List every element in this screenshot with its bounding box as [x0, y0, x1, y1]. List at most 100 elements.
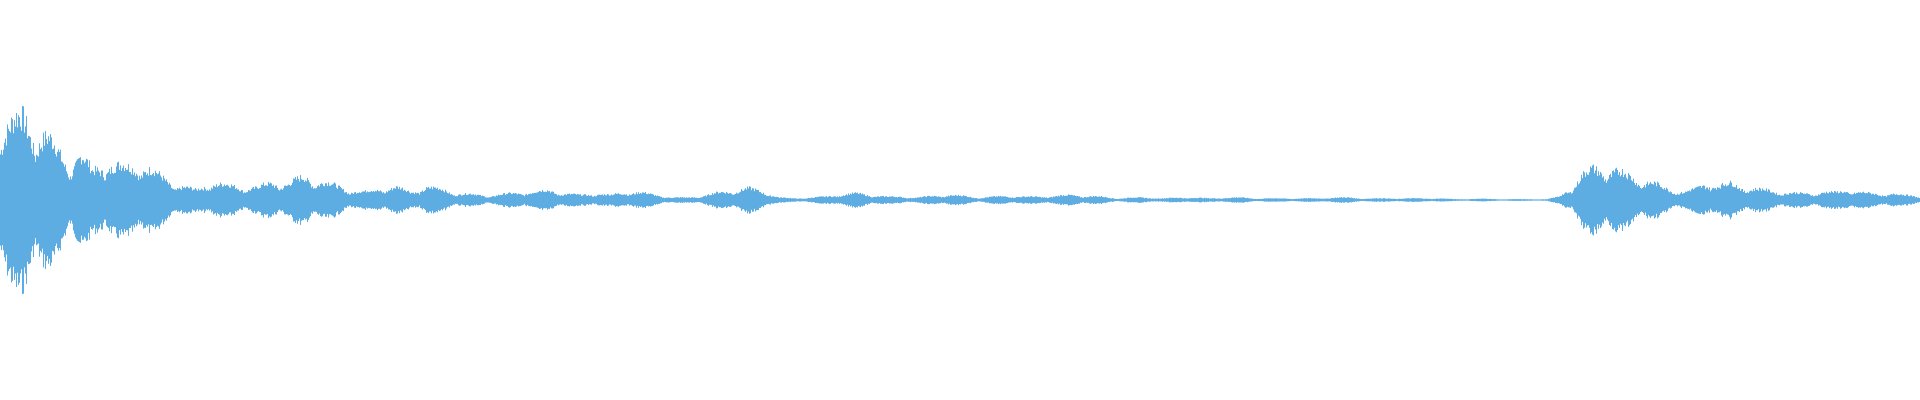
waveform-sample: [270, 182, 271, 218]
waveform-sample: [1254, 198, 1255, 202]
waveform-sample: [137, 175, 138, 225]
waveform-sample: [1463, 199, 1464, 201]
waveform-sample: [113, 173, 114, 227]
waveform-sample: [1197, 198, 1198, 202]
waveform-sample: [433, 186, 434, 214]
waveform-sample: [922, 196, 923, 203]
waveform-sample: [434, 187, 435, 213]
waveform-sample: [1357, 198, 1358, 202]
waveform-sample: [866, 196, 867, 204]
waveform-sample: [599, 194, 600, 206]
waveform-sample: [1486, 198, 1487, 202]
waveform-sample: [436, 188, 437, 212]
waveform-sample: [780, 197, 781, 203]
waveform-sample: [421, 191, 422, 209]
waveform-sample: [737, 193, 738, 207]
waveform-sample: [1892, 194, 1893, 206]
waveform-sample: [667, 197, 668, 203]
waveform-sample: [1043, 197, 1044, 203]
waveform-sample: [15, 126, 16, 274]
waveform-sample: [916, 197, 917, 203]
waveform-sample: [1498, 199, 1499, 201]
waveform-sample: [140, 178, 141, 222]
waveform-sample: [64, 166, 65, 234]
waveform-sample: [481, 196, 482, 204]
waveform-sample: [605, 195, 606, 205]
waveform-sample: [161, 177, 162, 223]
waveform-sample: [566, 195, 567, 205]
waveform-sample: [1634, 183, 1635, 217]
waveform-sample: [960, 195, 961, 205]
waveform-sample: [298, 179, 299, 221]
waveform-sample: [36, 154, 37, 246]
waveform-sample: [1521, 199, 1522, 201]
waveform-sample: [1614, 172, 1615, 228]
waveform-sample: [1128, 197, 1129, 203]
waveform-sample: [244, 192, 245, 208]
waveform-sample: [94, 175, 95, 225]
waveform-sample: [694, 197, 695, 203]
waveform-sample: [338, 185, 339, 215]
waveform-sample: [1837, 191, 1838, 209]
waveform-sample: [443, 191, 444, 209]
waveform-sample: [189, 188, 190, 212]
waveform-sample: [248, 190, 249, 210]
waveform-sample: [1738, 188, 1739, 212]
waveform-sample: [912, 198, 913, 202]
waveform-sample: [1032, 196, 1033, 204]
waveform-sample: [166, 179, 167, 221]
waveform-sample: [909, 198, 910, 202]
waveform-sample: [360, 192, 361, 208]
waveform-sample: [1140, 197, 1141, 203]
waveform-sample: [389, 190, 390, 210]
waveform-sample: [1671, 192, 1672, 208]
waveform-sample: [671, 198, 672, 202]
waveform-sample: [1651, 183, 1652, 217]
waveform-sample: [848, 193, 849, 207]
waveform-sample: [806, 198, 807, 202]
waveform-sample: [69, 179, 70, 221]
waveform-sample: [1534, 199, 1535, 201]
waveform-sample: [1156, 198, 1157, 202]
waveform-sample: [377, 189, 378, 211]
waveform-sample: [1074, 195, 1075, 205]
waveform-sample: [1415, 198, 1416, 202]
waveform-sample: [991, 196, 992, 204]
waveform-sample: [597, 194, 598, 206]
waveform-sample: [319, 186, 320, 214]
waveform-sample: [1718, 187, 1719, 213]
waveform-sample: [1338, 197, 1339, 203]
waveform-sample: [176, 190, 177, 210]
waveform-sample: [545, 191, 546, 209]
waveform-sample: [479, 195, 480, 205]
waveform-sample: [943, 196, 944, 204]
waveform-sample: [1684, 193, 1685, 207]
waveform-sample: [147, 173, 148, 227]
waveform-sample: [1244, 197, 1245, 203]
waveform-sample: [980, 198, 981, 202]
waveform-sample: [741, 189, 742, 211]
waveform-sample: [1064, 195, 1065, 205]
waveform-sample: [378, 191, 379, 209]
waveform-sample: [1819, 194, 1820, 206]
waveform-sample: [149, 167, 150, 233]
waveform-sample: [1814, 196, 1815, 204]
waveform-sample: [1566, 192, 1567, 208]
waveform-sample: [704, 196, 705, 204]
waveform-sample: [151, 175, 152, 225]
waveform-sample: [1628, 173, 1629, 227]
waveform-sample: [202, 189, 203, 211]
waveform-sample: [844, 195, 845, 205]
waveform-sample: [843, 195, 844, 205]
waveform-sample: [888, 197, 889, 203]
waveform-sample: [441, 190, 442, 210]
waveform-sample: [282, 189, 283, 211]
waveform-sample: [1586, 172, 1587, 228]
waveform-sample: [1426, 198, 1427, 202]
waveform-sample: [1561, 195, 1562, 205]
waveform-sample: [1667, 188, 1668, 212]
waveform-sample: [748, 188, 749, 212]
waveform-sample: [120, 165, 121, 235]
